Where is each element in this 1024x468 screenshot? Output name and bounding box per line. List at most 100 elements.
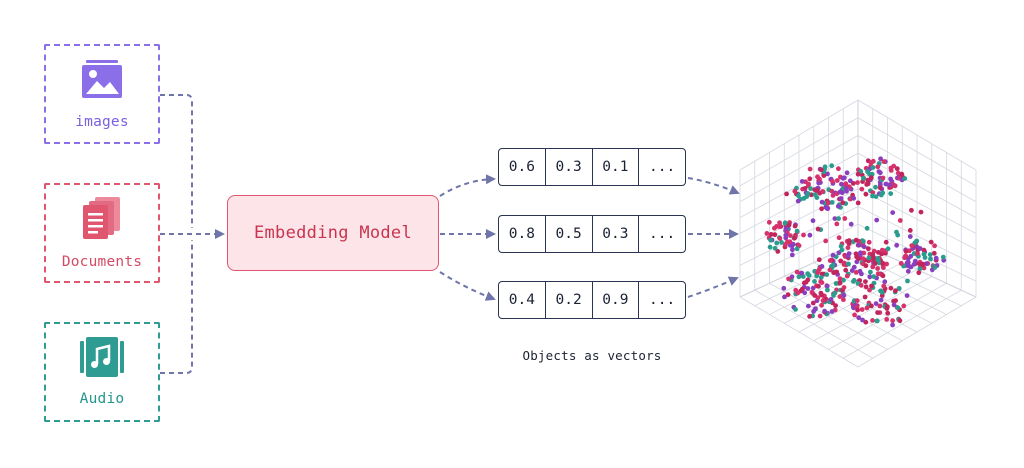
scatter-point: [799, 179, 805, 184]
scatter-point: [902, 176, 908, 181]
scatter-point: [818, 167, 824, 173]
scatter-point: [884, 317, 890, 322]
scatter-point: [920, 261, 926, 267]
scatter-point: [932, 265, 938, 270]
vector-cell: ...: [649, 226, 676, 242]
scatter-point: [895, 305, 901, 311]
scatter-point: [817, 176, 822, 182]
scatter-point: [875, 164, 881, 170]
scatter-point: [928, 239, 934, 245]
scatter-point: [836, 235, 842, 241]
scatter-point: [820, 189, 825, 194]
scatter-point: [824, 272, 830, 277]
vector-cell: ...: [649, 159, 676, 175]
scatter-point: [814, 188, 820, 193]
scatter-point: [855, 171, 861, 177]
scatter-point: [837, 276, 843, 282]
scatter-point: [903, 248, 909, 254]
scatter-point: [819, 199, 825, 205]
scatter-point: [908, 253, 914, 259]
scatter-point: [854, 298, 860, 303]
scatter-point: [823, 204, 829, 210]
source-audio: Audio: [44, 322, 160, 422]
scatter-point: [813, 306, 818, 311]
scatter-point: [870, 264, 876, 270]
scatter-point: [792, 223, 798, 229]
scatter-point: [891, 163, 897, 169]
scatter-point: [899, 171, 905, 177]
scatter-point: [878, 156, 883, 162]
scatter-point: [855, 180, 860, 186]
scatter-point: [921, 247, 927, 253]
scatter-point: [834, 269, 840, 275]
scatter-point: [860, 317, 865, 323]
scatter-point: [873, 184, 878, 190]
scatter-point: [775, 249, 781, 254]
source-images: images: [44, 44, 160, 144]
scatter-point: [783, 232, 789, 238]
scatter-point: [807, 166, 813, 172]
scatter-point: [801, 232, 806, 238]
scatter-point: [839, 247, 845, 253]
scatter-point: [807, 176, 813, 182]
scatter-point: [788, 233, 793, 239]
scatter-point: [846, 238, 852, 244]
scatter-point: [794, 269, 800, 275]
scatter-point: [837, 189, 843, 195]
scatter-point: [875, 310, 880, 315]
scatter-point: [893, 288, 898, 294]
scatter-point: [819, 264, 825, 269]
image-icon: [81, 58, 123, 104]
scatter-point: [927, 252, 933, 257]
scatter-point: [863, 279, 868, 284]
vector-row-3: 0.4 0.2 0.9 ...: [498, 281, 686, 319]
arrow-to-space-3: [687, 276, 739, 298]
scatter-point: [837, 294, 843, 299]
scatter-point: [810, 218, 816, 224]
scatter-point: [830, 252, 836, 258]
vector-row-2: 0.8 0.5 0.3 ...: [498, 215, 686, 253]
scatter-point: [860, 256, 866, 261]
connector-images: [160, 94, 193, 228]
scatter-point: [894, 242, 900, 248]
scatter-point: [865, 246, 871, 252]
scatter-point: [907, 234, 913, 239]
scatter-point: [860, 238, 866, 244]
scatter-point: [827, 267, 833, 273]
scatter-point: [851, 264, 857, 270]
scatter-point: [840, 200, 846, 206]
vector-row-1: 0.6 0.3 0.1 ...: [498, 148, 686, 186]
scatter-point: [853, 237, 859, 243]
music-icon: [80, 337, 124, 381]
scatter-point: [772, 232, 778, 238]
scatter-point: [886, 182, 892, 188]
scatter-point: [819, 206, 824, 212]
scatter-point: [855, 200, 861, 206]
scatter-point: [843, 267, 849, 273]
scatter-point: [877, 170, 883, 176]
scatter-point: [870, 252, 876, 257]
scatter-point: [794, 228, 800, 234]
scatter-point: [835, 203, 841, 209]
source-label-audio: Audio: [79, 391, 125, 407]
scatter-point: [796, 274, 802, 280]
scatter-point: [806, 303, 811, 309]
scatter-point: [768, 237, 773, 243]
vector-cell: 0.3: [593, 216, 640, 252]
scatter-point: [810, 300, 816, 306]
scatter-point: [841, 293, 847, 298]
scatter-point: [885, 246, 891, 252]
scatter-point: [845, 245, 851, 251]
scatter-point: [814, 195, 820, 201]
scatter-point: [843, 186, 849, 191]
vector-cell: 0.8: [499, 216, 546, 252]
scatter-point: [852, 312, 857, 318]
scatter-point: [888, 176, 893, 182]
scatter-point: [880, 273, 886, 279]
scatter-point: [829, 163, 835, 169]
scatter-point: [768, 232, 774, 237]
scatter-point: [816, 180, 822, 186]
documents-icon: [81, 196, 123, 244]
scatter-point: [774, 240, 780, 246]
scatter-point: [816, 283, 821, 289]
